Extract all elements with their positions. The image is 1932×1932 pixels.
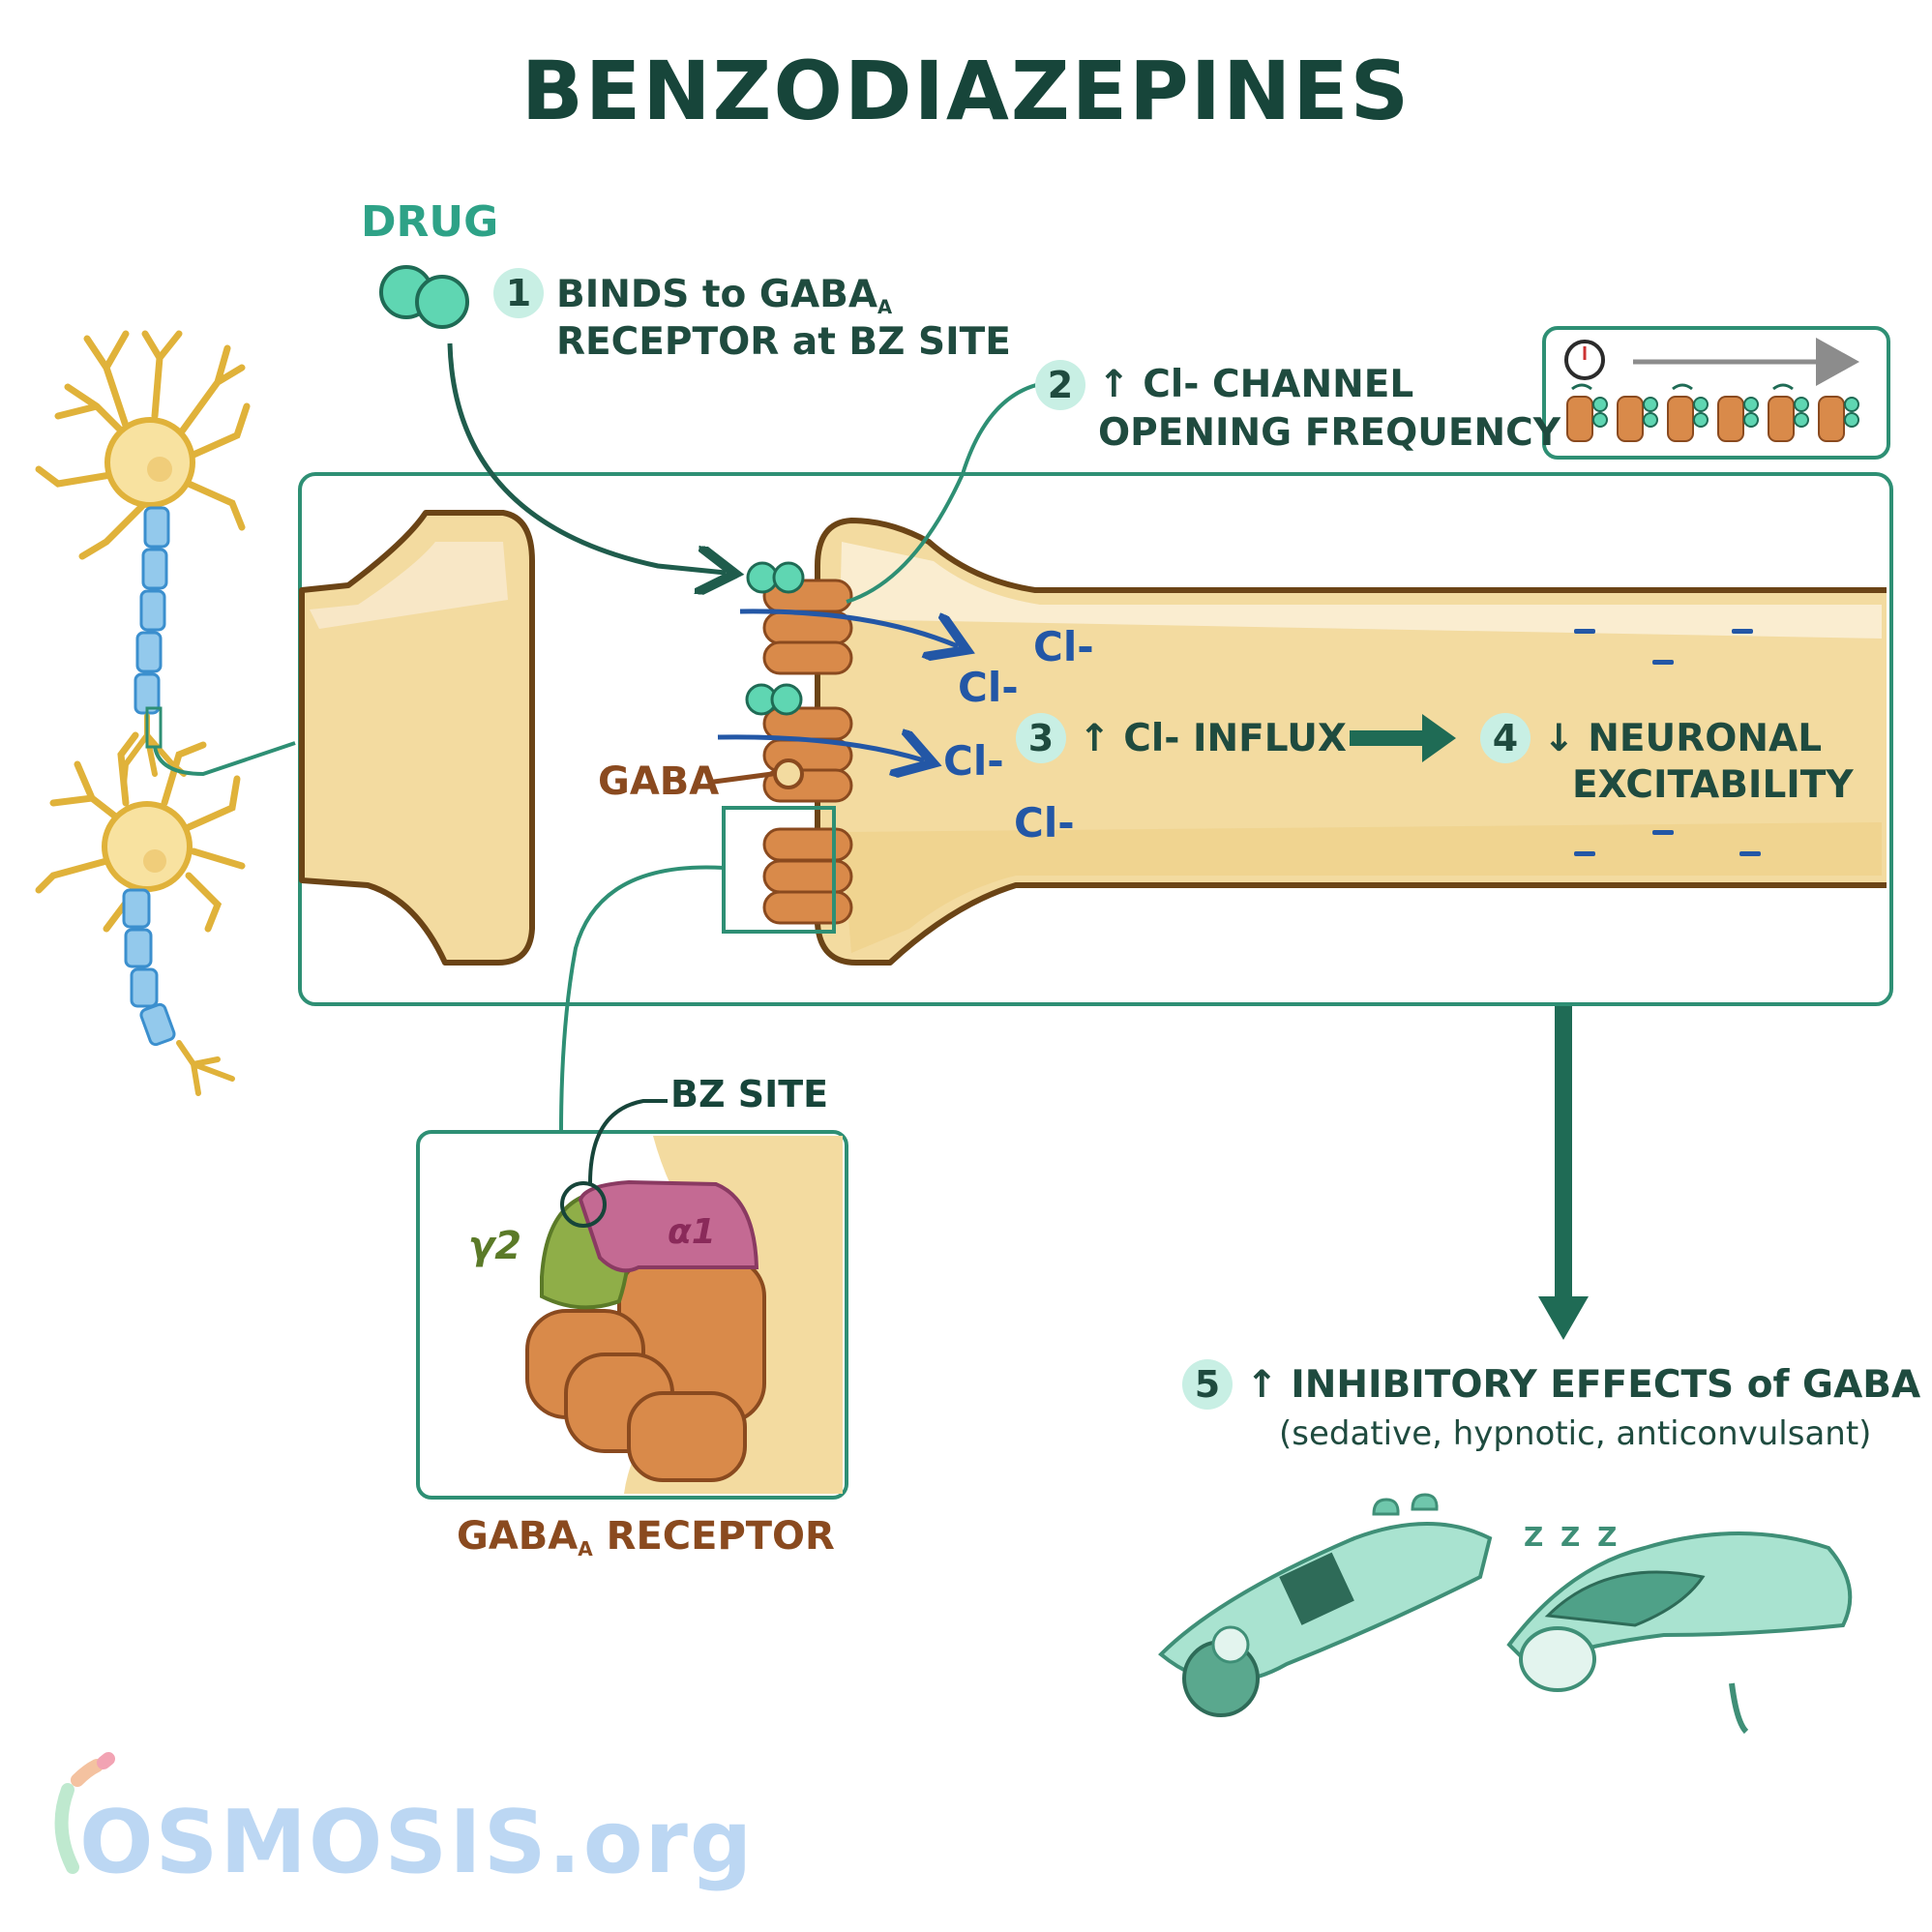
- drug-molecule-bound-middle: [745, 683, 803, 716]
- binding-arrow: [447, 342, 726, 573]
- negative-charge: [1732, 629, 1753, 634]
- drug-molecule-bound-top: [746, 561, 805, 594]
- gamma2-label: γ2: [468, 1224, 522, 1268]
- step-5-number: 5: [1182, 1359, 1233, 1410]
- page-title: BENZODIAZEPINES: [520, 44, 1412, 138]
- receptor-top: [762, 579, 853, 675]
- brand-logo-mark: [54, 1752, 115, 1874]
- step-1-line1: BINDS to GABAA: [556, 273, 893, 318]
- step-3-number: 3: [1016, 713, 1066, 763]
- gaba-molecule: [773, 758, 804, 789]
- receptor-detail: [416, 1099, 848, 1500]
- step-2-line1: ↑ Cl- CHANNEL: [1098, 363, 1414, 406]
- step-5-line1: ↑ INHIBITORY EFFECTS of GABA: [1246, 1363, 1921, 1407]
- step-4-line1: ↓ NEURONAL: [1543, 717, 1823, 760]
- negative-charge: [1652, 660, 1674, 665]
- alpha1-label: α1: [668, 1212, 716, 1252]
- step-4-number: 4: [1480, 713, 1531, 763]
- sleep-zzz: Z Z Z: [1524, 1521, 1621, 1553]
- brand-logo: OSMOSIS.org: [79, 1792, 755, 1893]
- receptor-caption: GABAA RECEPTOR: [457, 1514, 835, 1560]
- drug-molecule-icon: [379, 265, 469, 329]
- negative-charge: [1652, 830, 1674, 835]
- chloride-arrow-top: [739, 609, 958, 646]
- frequency-inset: [1542, 326, 1890, 460]
- drug-label: DRUG: [361, 197, 499, 247]
- bz-site-label: BZ SITE: [670, 1073, 829, 1115]
- chloride-ion-4: Cl-: [1014, 799, 1075, 847]
- chloride-ion-3: Cl-: [943, 737, 1004, 785]
- bz-site-marker: [560, 1181, 607, 1228]
- step-2-number: 2: [1035, 360, 1085, 410]
- zoom-connector-receptor: [559, 865, 725, 1133]
- progress-arrow: [1350, 714, 1456, 762]
- clock-icon: [1564, 340, 1605, 380]
- outcome-arrow: [1538, 1006, 1589, 1340]
- receptor-bottom: [762, 827, 853, 925]
- negative-charge: [1739, 851, 1761, 856]
- zoom-box: [722, 806, 836, 934]
- step-5-line2: (sedative, hypnotic, anticonvulsant): [1279, 1414, 1872, 1453]
- receptor-middle: [762, 706, 853, 803]
- step2-connector: [846, 382, 1041, 604]
- gaba-pointer: [711, 771, 775, 785]
- zoom-connector: [153, 741, 296, 777]
- negative-charge: [1574, 851, 1595, 856]
- step-3-text: ↑ Cl- INFLUX: [1079, 717, 1347, 760]
- step-1-line2: RECEPTOR at BZ SITE: [556, 320, 1011, 364]
- step-2-line2: OPENING FREQUENCY: [1098, 411, 1561, 455]
- gaba-label: GABA: [598, 759, 720, 804]
- sleeping-person-icon: [1158, 1493, 1493, 1717]
- chloride-ion-2: Cl-: [958, 664, 1019, 711]
- neuron-icon: [35, 330, 251, 1096]
- sleeping-person-icon: [1506, 1531, 1853, 1735]
- step-1-number: 1: [493, 268, 544, 318]
- chloride-ion-1: Cl-: [1033, 623, 1094, 670]
- step-4-line2: EXCITABILITY: [1572, 763, 1854, 807]
- negative-charge: [1574, 629, 1595, 634]
- chloride-arrow-middle: [717, 737, 924, 760]
